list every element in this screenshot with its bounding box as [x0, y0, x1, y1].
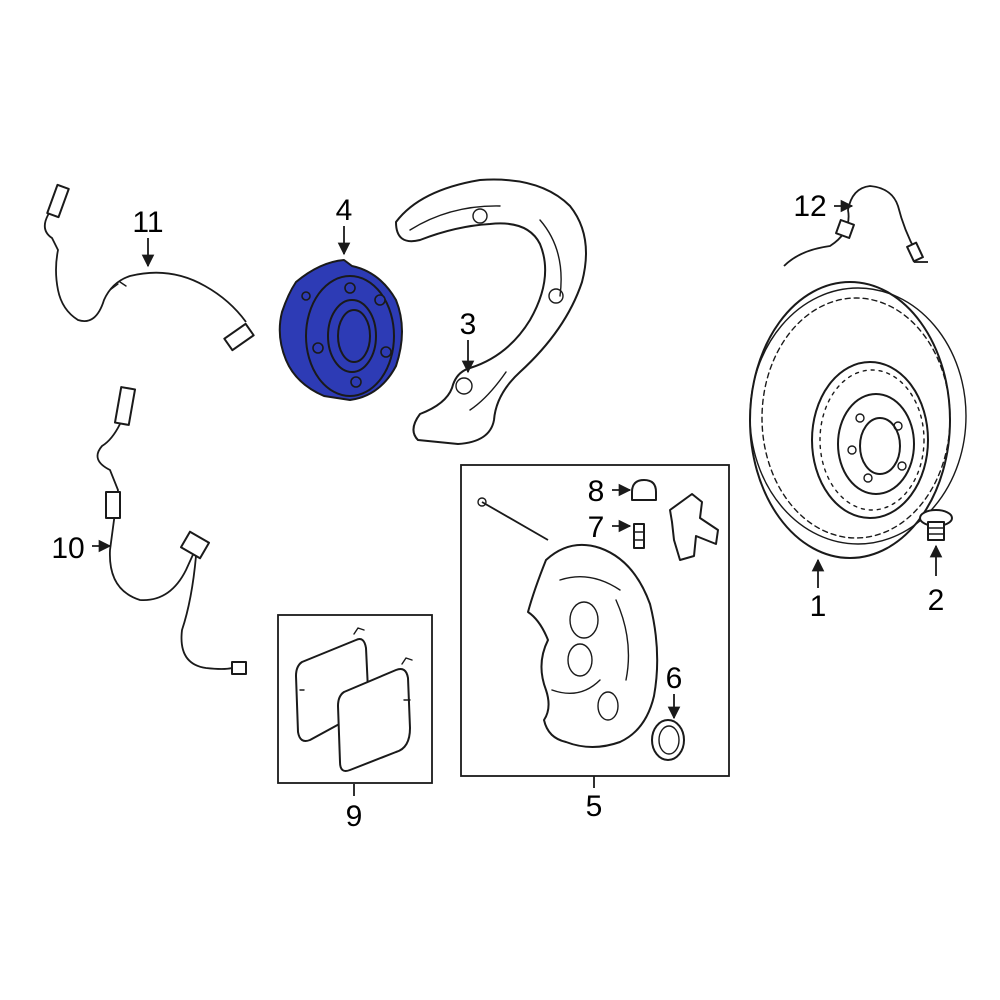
label-10: 10 [51, 532, 84, 565]
label-12: 12 [793, 190, 826, 223]
part-2-plug[interactable] [919, 509, 953, 541]
pads-box [277, 614, 433, 784]
part-8-dust-cap[interactable] [631, 479, 657, 501]
caliper-clip[interactable] [669, 493, 719, 561]
part-3-dust-shield[interactable] [395, 178, 587, 445]
callout-labels: 11 4 3 12 1 2 8 7 6 10 9 5 [51, 190, 944, 833]
label-7: 7 [588, 511, 605, 544]
label-9: 9 [346, 800, 363, 833]
part-4-hub-bearing[interactable] [278, 259, 403, 401]
part-6-seal-ring[interactable] [651, 719, 685, 761]
part-5-caliper[interactable] [477, 497, 659, 748]
label-4: 4 [336, 194, 353, 227]
label-11: 11 [132, 206, 163, 239]
label-3: 3 [460, 308, 477, 341]
label-1: 1 [810, 590, 827, 623]
leader-lines [92, 199, 943, 796]
part-7-bleeder-screw[interactable] [633, 523, 645, 549]
part-11-speed-sensor[interactable] [43, 183, 255, 352]
part-9-brake-pads[interactable] [295, 627, 413, 772]
part-10-wear-sensor[interactable] [96, 386, 247, 675]
label-2: 2 [928, 584, 945, 617]
part-12-sensor-wire[interactable] [783, 185, 928, 267]
part-1-brake-rotor[interactable] [749, 281, 967, 559]
label-8: 8 [588, 475, 605, 508]
caliper-box [460, 464, 730, 777]
label-6: 6 [666, 662, 683, 695]
label-5: 5 [586, 790, 603, 823]
